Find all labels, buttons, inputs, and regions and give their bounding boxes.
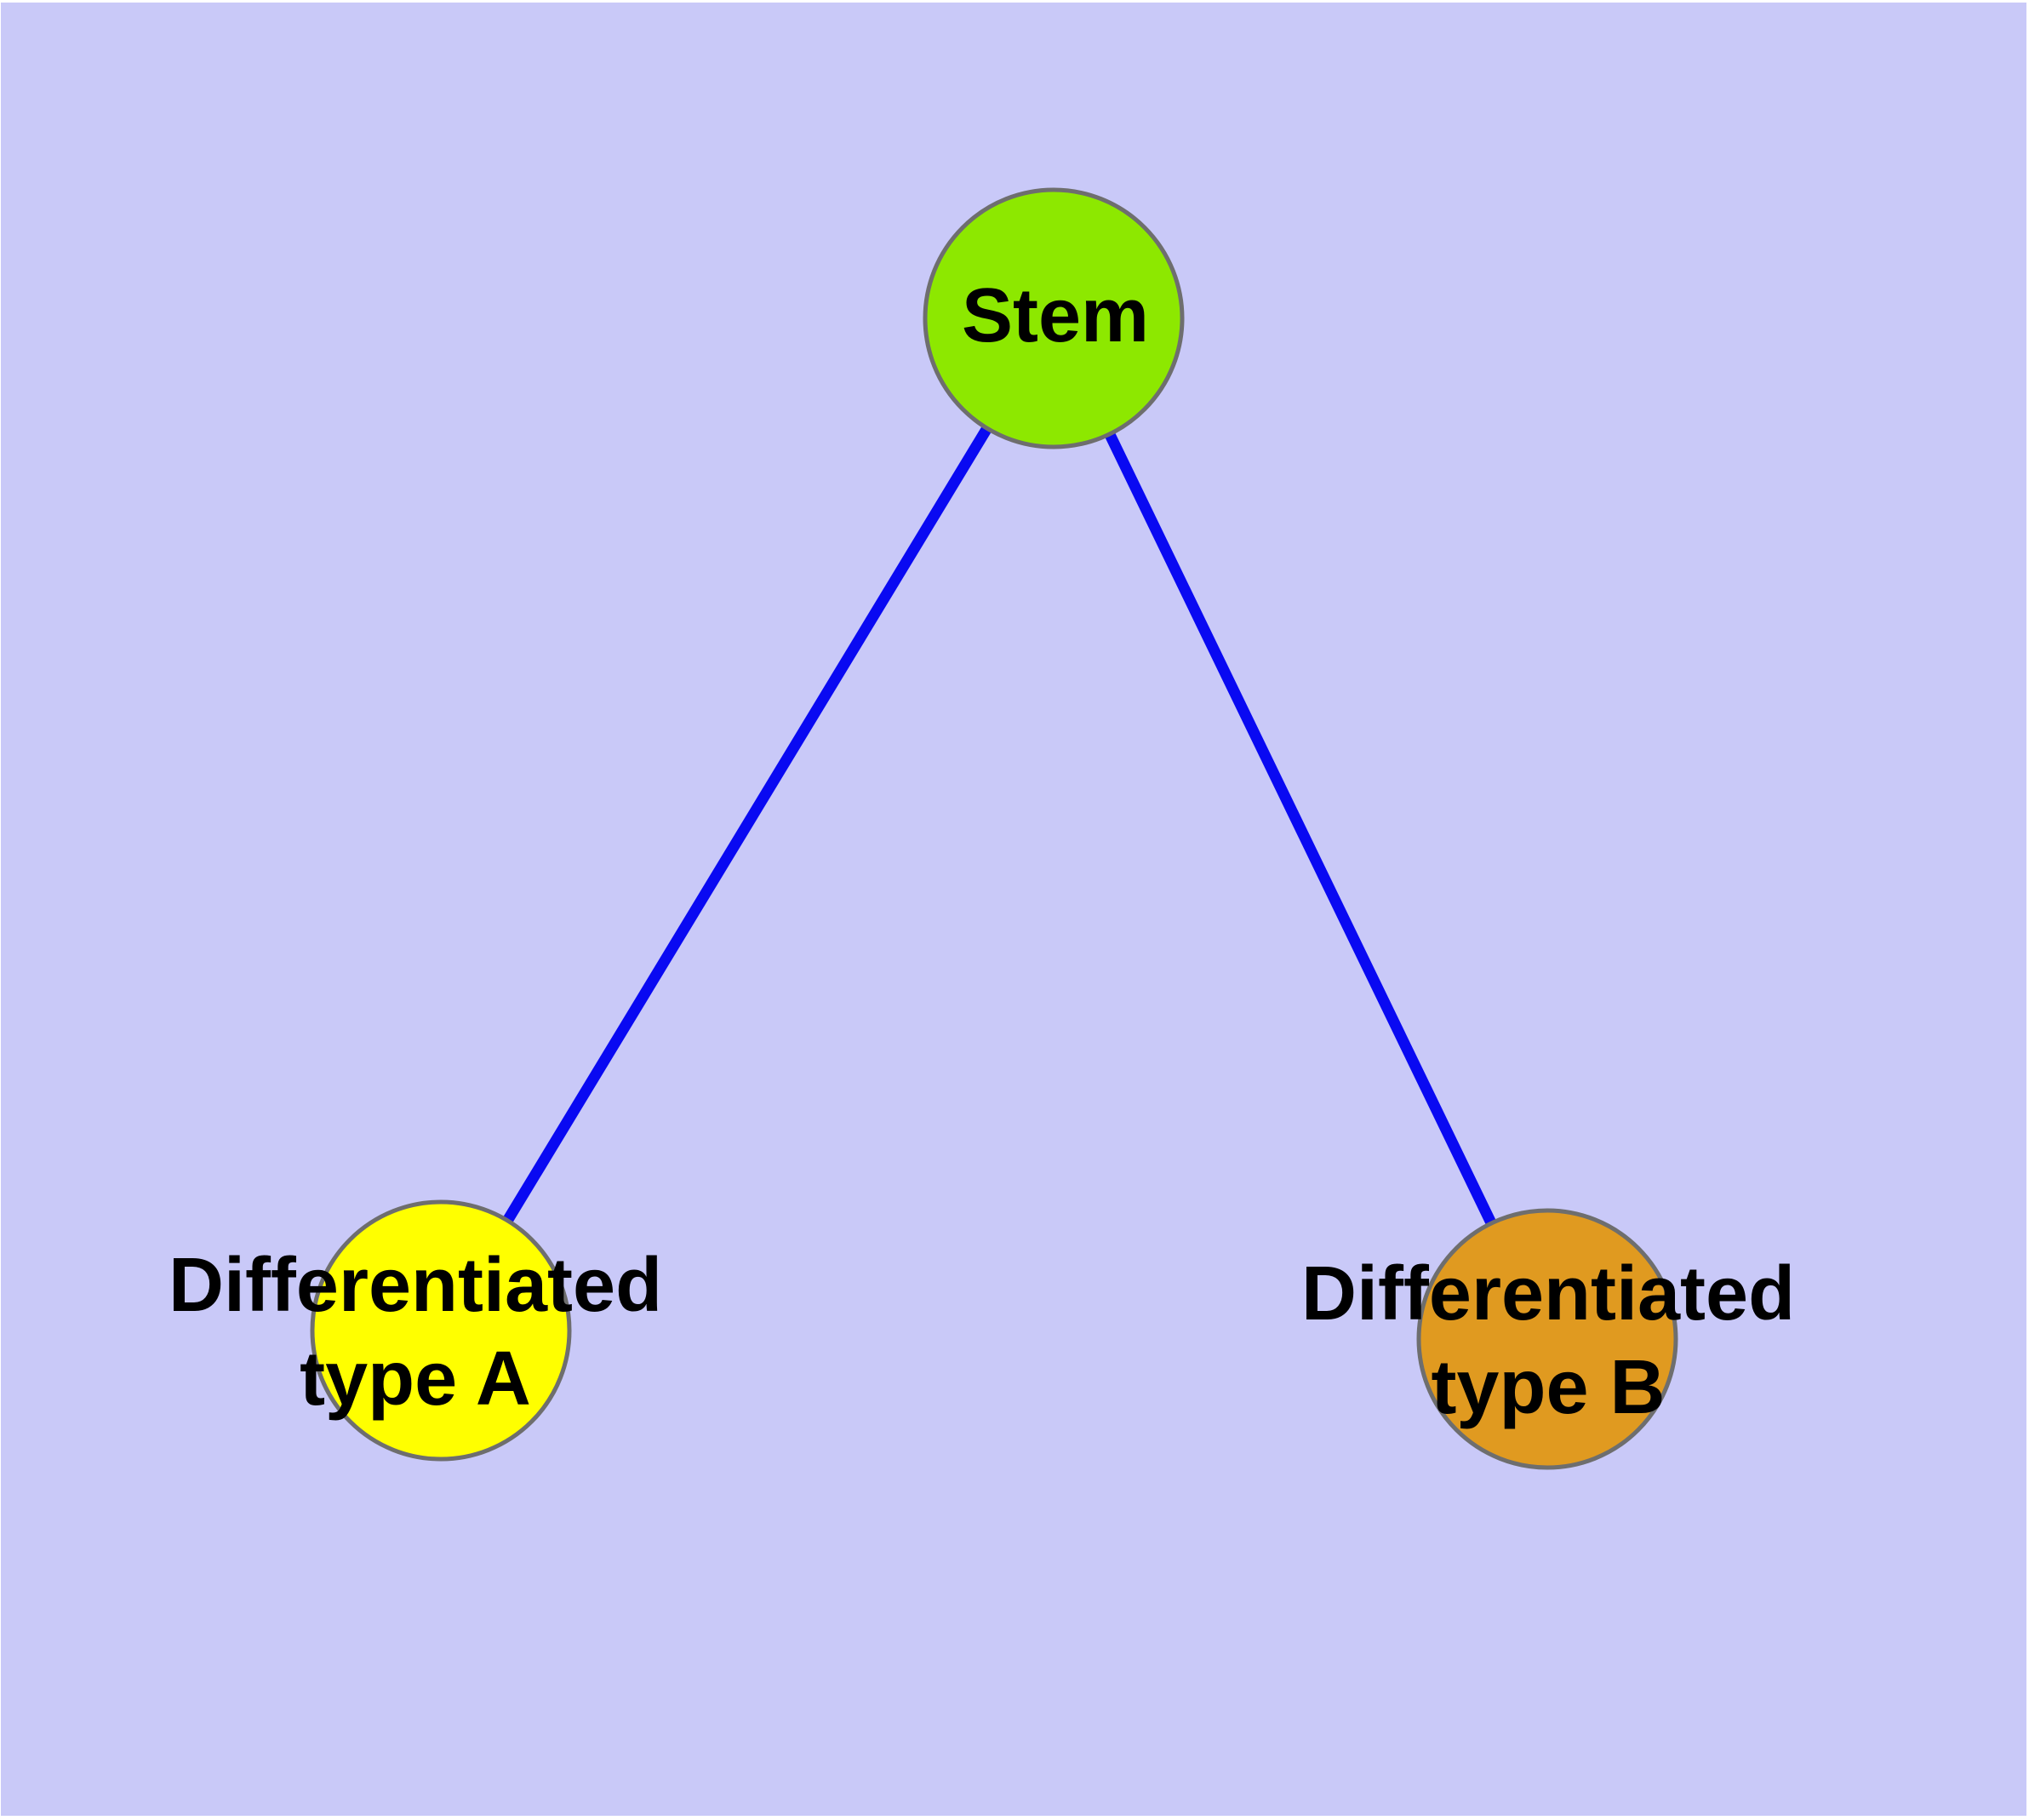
node-differentiated-type-b [1416, 1208, 1678, 1470]
node-label-differentiated-type-b: Differentiated type B [1301, 1247, 1795, 1434]
node-label-line: type A [300, 1336, 531, 1422]
node-stem [923, 187, 1185, 449]
node-differentiated-type-a [310, 1199, 572, 1462]
edge-stem-to-type-a [436, 315, 1059, 1334]
node-label-line: Differentiated [168, 1243, 663, 1328]
node-label-line: type B [1431, 1345, 1666, 1430]
node-label-line: Stem [961, 273, 1150, 358]
node-label-stem: Stem [962, 269, 1149, 363]
node-label-line: Differentiated [1300, 1251, 1796, 1336]
edge-stem-to-type-b [1049, 316, 1552, 1342]
node-label-differentiated-type-a: Differentiated type A [169, 1239, 662, 1426]
